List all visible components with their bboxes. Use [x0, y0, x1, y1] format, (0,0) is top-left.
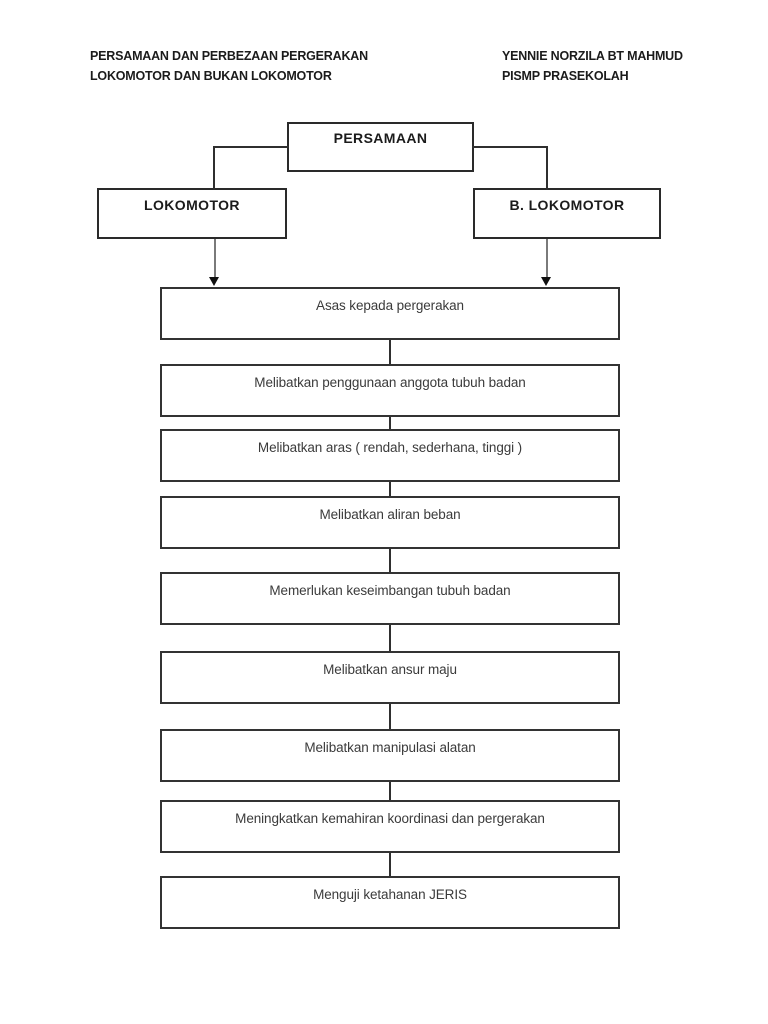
flow-item-label: Meningkatkan kemahiran koordinasi dan pe…: [235, 811, 545, 826]
author-program: PISMP PRASEKOLAH: [502, 69, 629, 83]
connector-root-right-horizontal: [472, 146, 548, 148]
arrow-down-icon: [541, 277, 551, 286]
flowchart-box-persamaan: PERSAMAAN: [287, 122, 474, 172]
flow-item-box: Asas kepada pergerakan: [160, 287, 620, 340]
document-title-line1: PERSAMAAN DAN PERBEZAAN PERGERAKAN: [90, 49, 368, 63]
flowchart-box-persamaan-label: PERSAMAAN: [333, 130, 428, 146]
arrow-down-icon: [209, 277, 219, 286]
flow-item-box: Memerlukan keseimbangan tubuh badan: [160, 572, 620, 625]
connector-item-1-2: [389, 340, 391, 364]
connector-item-7-8: [389, 782, 391, 800]
flow-item-label: Asas kepada pergerakan: [316, 298, 464, 313]
flow-item-box: Meningkatkan kemahiran koordinasi dan pe…: [160, 800, 620, 853]
connector-root-right-vertical: [546, 146, 548, 190]
connector-root-left-vertical: [213, 146, 215, 190]
author-info: YENNIE NORZILA BT MAHMUD PISMP PRASEKOLA…: [502, 46, 683, 86]
flowchart-box-b-lokomotor: B. LOKOMOTOR: [473, 188, 661, 239]
arrow-shaft-right: [546, 239, 548, 278]
flowchart-box-lokomotor: LOKOMOTOR: [97, 188, 287, 239]
flow-item-label: Melibatkan penggunaan anggota tubuh bada…: [254, 375, 526, 390]
flow-item-box: Menguji ketahanan JERIS: [160, 876, 620, 929]
flow-item-label: Menguji ketahanan JERIS: [313, 887, 467, 902]
flow-item-box: Melibatkan aliran beban: [160, 496, 620, 549]
flow-item-box: Melibatkan manipulasi alatan: [160, 729, 620, 782]
flow-item-label: Memerlukan keseimbangan tubuh badan: [269, 583, 511, 598]
flow-item-label: Melibatkan ansur maju: [323, 662, 457, 677]
connector-item-5-6: [389, 625, 391, 651]
document-title-line2: LOKOMOTOR DAN BUKAN LOKOMOTOR: [90, 69, 332, 83]
flow-item-box: Melibatkan aras ( rendah, sederhana, tin…: [160, 429, 620, 482]
flow-item-box: Melibatkan ansur maju: [160, 651, 620, 704]
arrow-shaft-left: [214, 239, 216, 278]
connector-root-left-horizontal: [213, 146, 289, 148]
author-name: YENNIE NORZILA BT MAHMUD: [502, 49, 683, 63]
connector-item-3-4: [389, 482, 391, 496]
connector-item-2-3: [389, 417, 391, 429]
document-title: PERSAMAAN DAN PERBEZAAN PERGERAKAN LOKOM…: [90, 46, 368, 86]
flow-item-box: Melibatkan penggunaan anggota tubuh bada…: [160, 364, 620, 417]
flowchart-box-lokomotor-label: LOKOMOTOR: [144, 197, 240, 213]
flow-item-label: Melibatkan aliran beban: [319, 507, 461, 522]
flow-item-label: Melibatkan aras ( rendah, sederhana, tin…: [257, 440, 523, 455]
flow-item-label: Melibatkan manipulasi alatan: [304, 740, 476, 755]
connector-item-6-7: [389, 704, 391, 729]
connector-item-4-5: [389, 549, 391, 572]
flowchart-box-b-lokomotor-label: B. LOKOMOTOR: [509, 197, 625, 213]
connector-item-8-9: [389, 853, 391, 876]
